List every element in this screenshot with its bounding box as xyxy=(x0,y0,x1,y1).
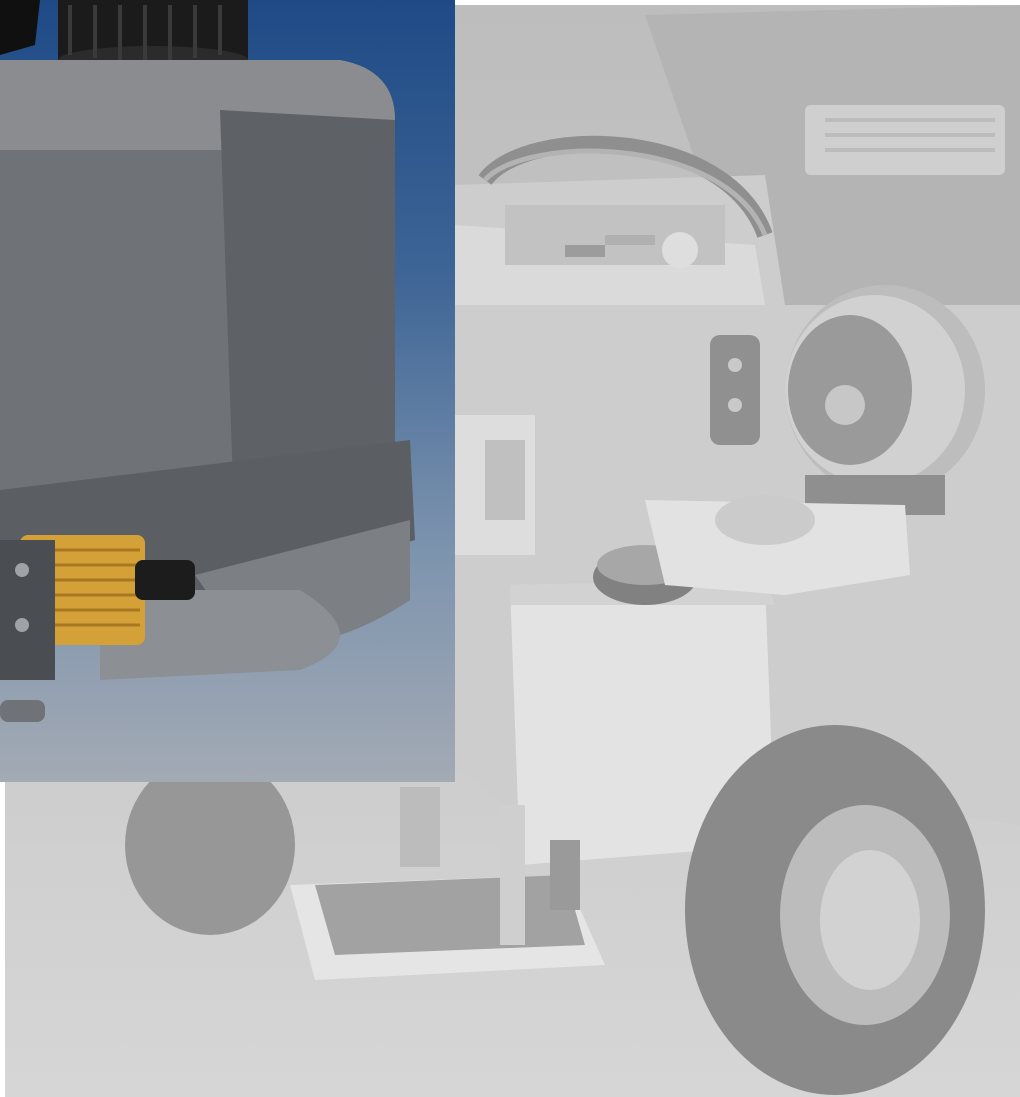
machine-render-background xyxy=(5,5,1020,1097)
tank-detail-inset xyxy=(0,0,455,782)
tank-illustration xyxy=(0,0,415,722)
machine-illustration xyxy=(125,5,1020,1095)
